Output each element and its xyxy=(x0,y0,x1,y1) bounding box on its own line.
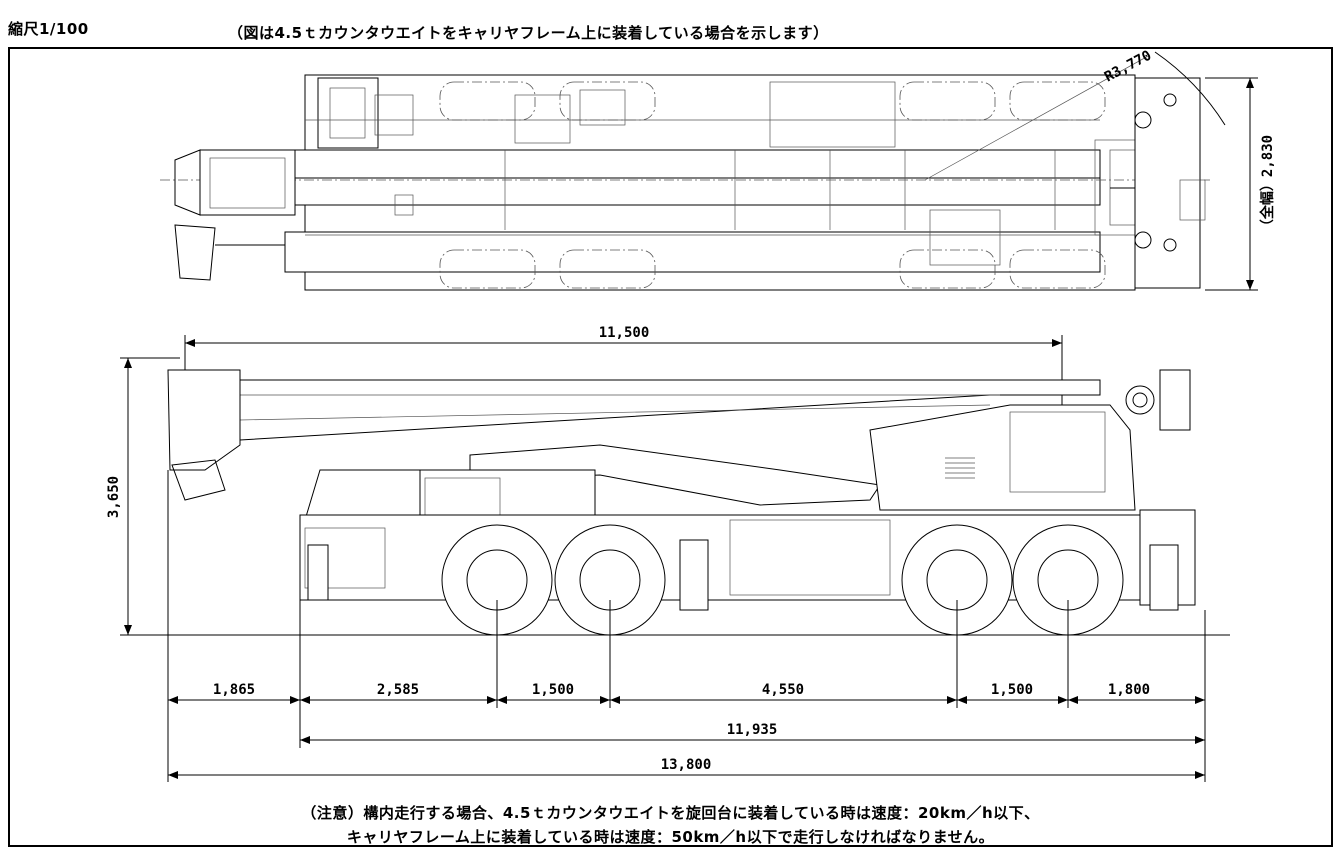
top-boom-head xyxy=(199,149,296,216)
dim-segment-1: 1,865 xyxy=(213,682,255,698)
side-boom-head xyxy=(167,369,241,471)
overall-length-label: 13,800 xyxy=(661,757,712,773)
top-rear-outrigger xyxy=(1134,77,1201,289)
dim-segment-2: 2,585 xyxy=(377,682,419,698)
dim-segment-4: 4,550 xyxy=(762,682,804,698)
side-cab xyxy=(304,469,421,521)
side-view-drawing xyxy=(120,335,1230,636)
note-line-1: （注意）構内走行する場合、4.5ｔカウンタウエイトを旋回台に装着している時は速度… xyxy=(301,804,1040,822)
drawing-frame xyxy=(8,47,1333,847)
dim-segment-3: 1,500 xyxy=(532,682,574,698)
top-view-drawing xyxy=(160,51,1258,291)
note-line-2: キャリヤフレーム上に装着している時は速度：50km／h以下で走行しなければなりま… xyxy=(346,828,995,846)
boom-length-label: 11,500 xyxy=(599,325,650,341)
overall-width-label: （全幅）2,830 xyxy=(1259,135,1276,233)
scale-label: 縮尺1/100 xyxy=(8,20,89,38)
wheelbase-total-label: 11,935 xyxy=(727,722,778,738)
height-label: 3,650 xyxy=(106,476,122,518)
dim-segment-6: 1,800 xyxy=(1108,682,1150,698)
dim-segment-5: 1,500 xyxy=(991,682,1033,698)
figure-caption: （図は4.5ｔカウンタウエイトをキャリヤフレーム上に装着している場合を示します） xyxy=(228,24,829,42)
side-upper-structure xyxy=(869,404,1136,511)
side-wheels xyxy=(441,524,1124,636)
top-cab xyxy=(317,77,379,149)
dimension-lines xyxy=(167,470,1206,782)
